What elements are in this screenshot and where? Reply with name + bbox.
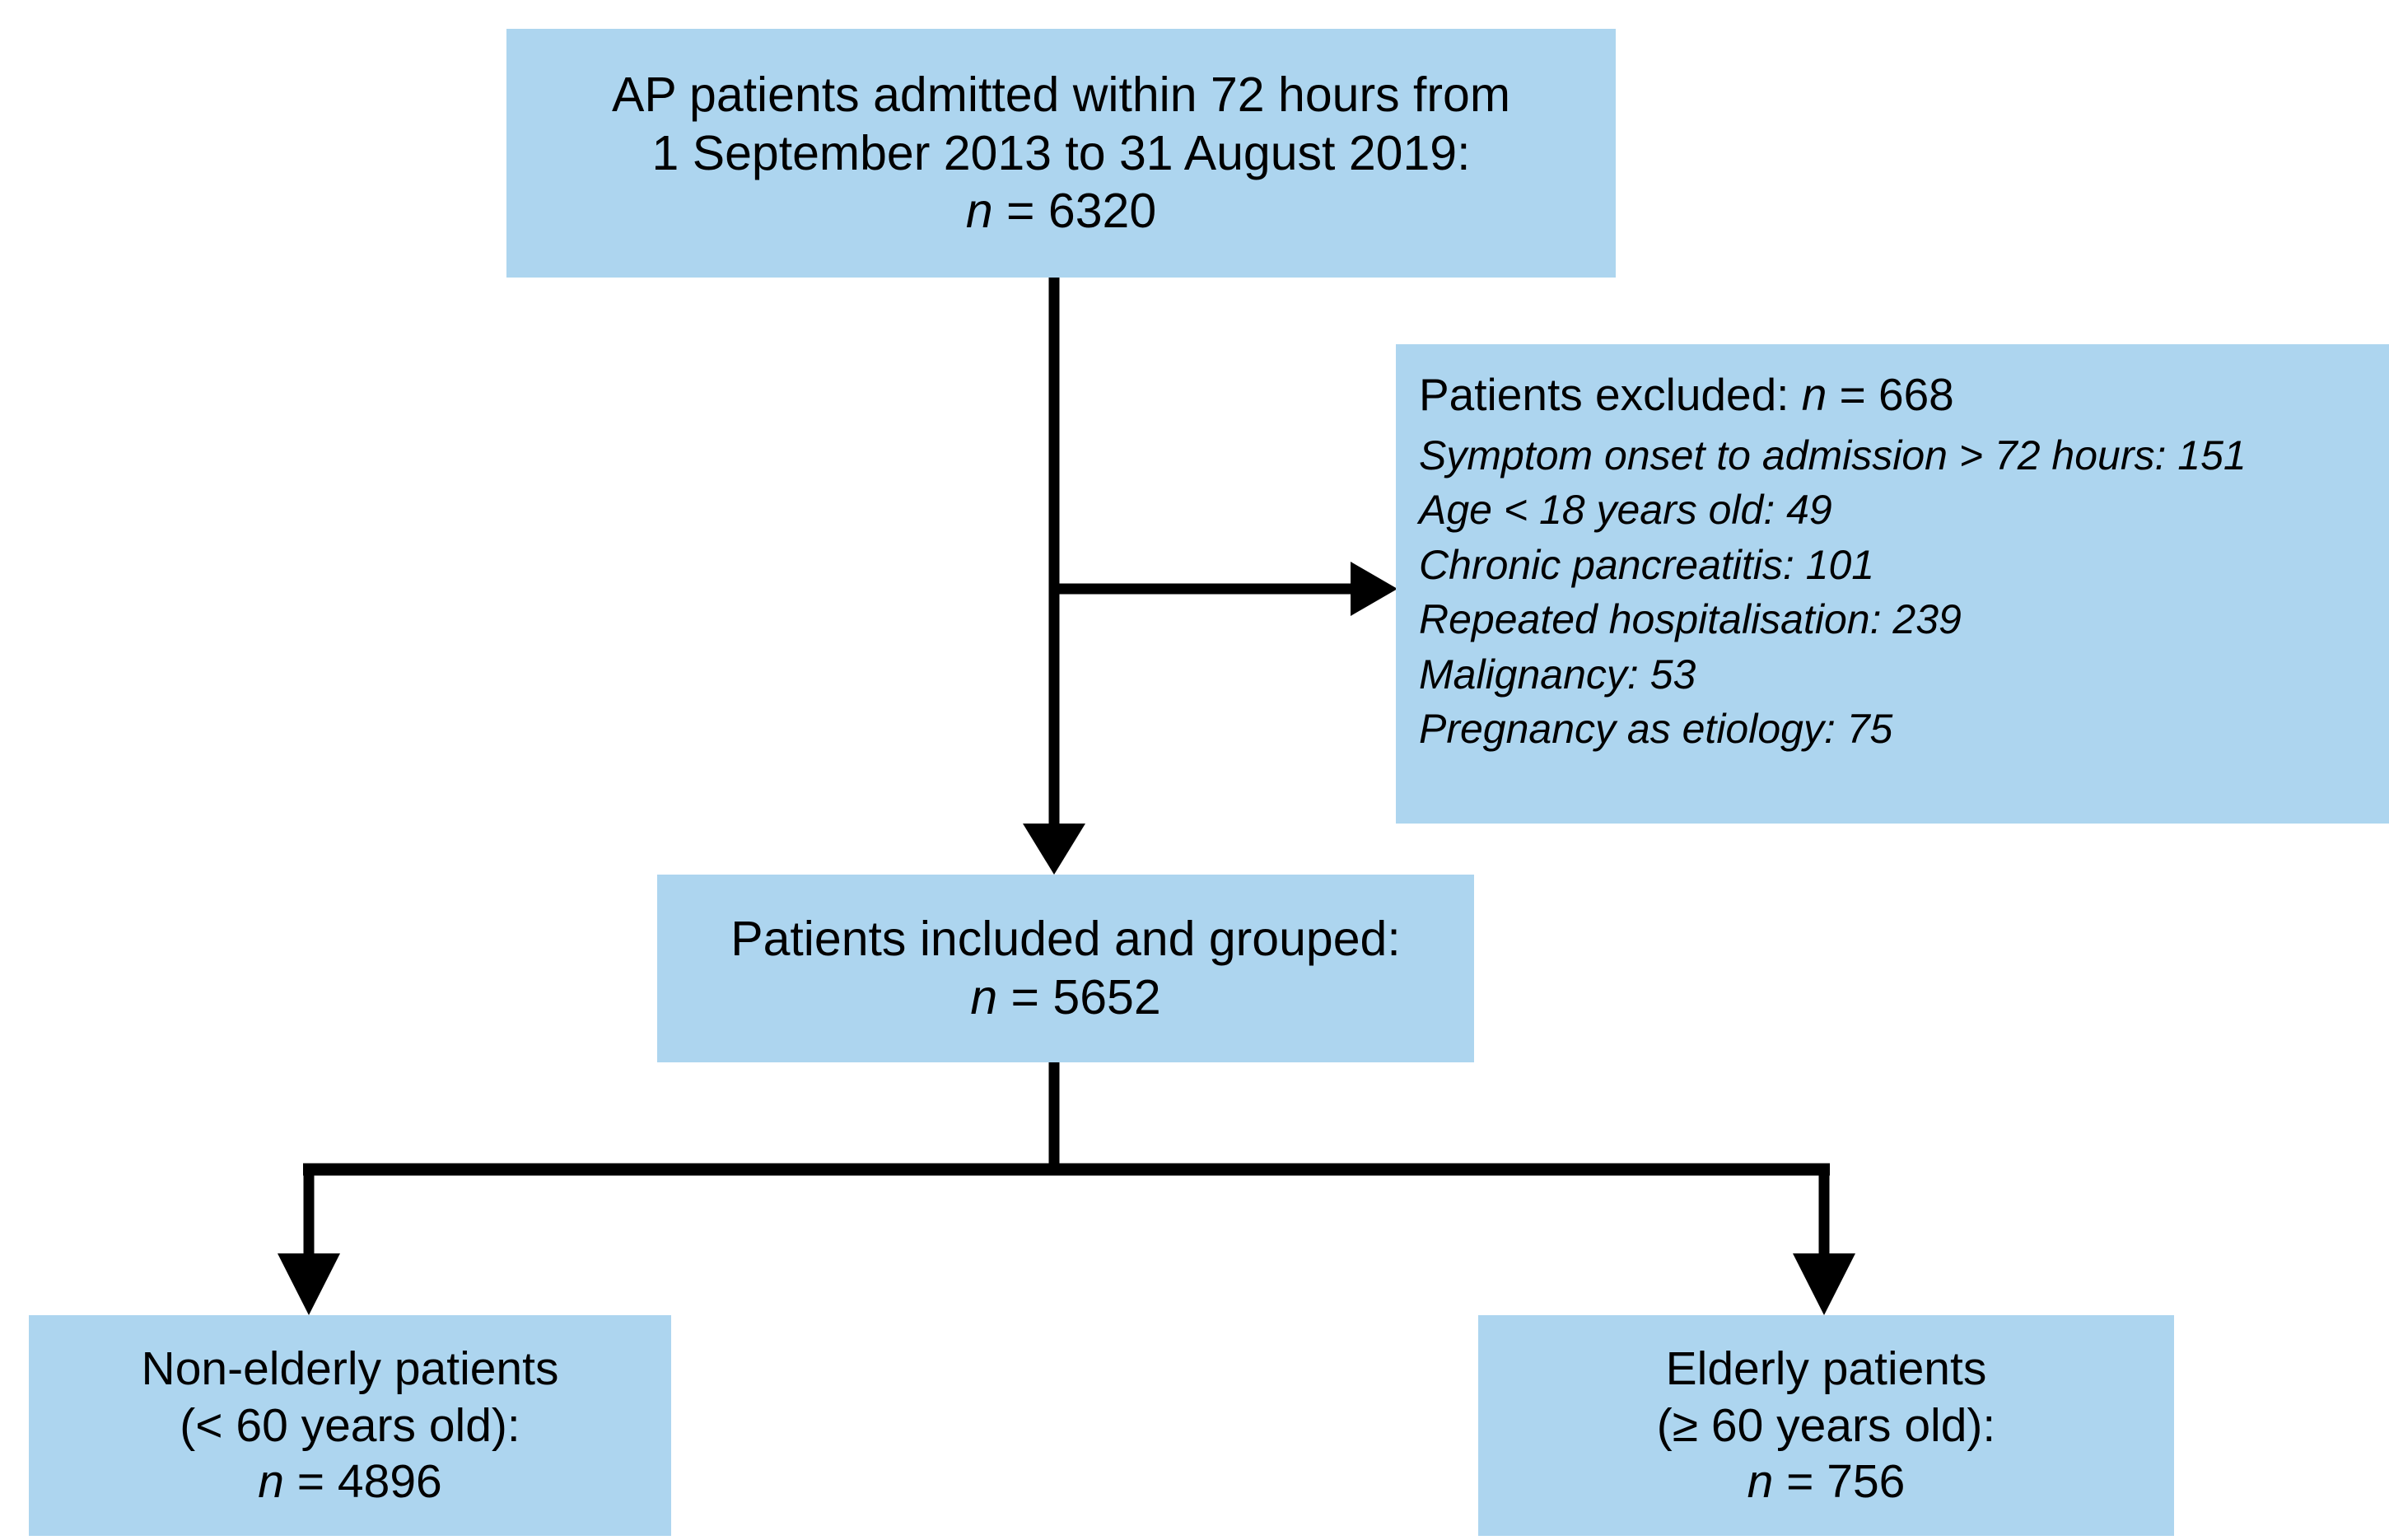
elderly-count: n = 756: [1478, 1454, 2174, 1510]
arrowhead-to-included: [1023, 824, 1085, 875]
elderly-n-value: = 756: [1773, 1455, 1906, 1509]
enrolled-n-symbol: n: [965, 184, 993, 239]
excluded-n-symbol: n: [1801, 369, 1827, 420]
included-count: n = 5652: [657, 968, 1474, 1027]
included-line-1: Patients included and grouped:: [730, 912, 1401, 967]
excluded-header: Patients excluded: n = 668: [1419, 366, 2389, 425]
non-elderly-n-symbol: n: [258, 1455, 284, 1509]
elderly-n-symbol: n: [1747, 1455, 1774, 1509]
exclusion-reason-malignancy: Malignancy: 53: [1419, 651, 1696, 698]
enrolled-count: n = 6320: [518, 182, 1604, 240]
node-group-elderly: Elderly patients (≥ 60 years old): n = 7…: [1478, 1315, 2174, 1536]
elderly-line-1: Elderly patients: [1665, 1342, 1987, 1396]
node-group-non-elderly: Non-elderly patients (< 60 years old): n…: [29, 1315, 671, 1536]
excluded-header-label: Patients excluded:: [1419, 369, 1802, 420]
exclusion-reason-pregnancy: Pregnancy as etiology: 75: [1419, 706, 1893, 752]
arrowhead-to-nonelderly: [278, 1253, 340, 1315]
non-elderly-count: n = 4896: [29, 1454, 671, 1510]
node-included-patients: Patients included and grouped: n = 5652: [657, 875, 1474, 1062]
node-excluded-patients: Patients excluded: n = 668 Symptom onset…: [1396, 344, 2389, 824]
non-elderly-n-value: = 4896: [283, 1455, 442, 1509]
exclusion-reason-symptom-onset: Symptom onset to admission > 72 hours: 1…: [1419, 432, 2247, 478]
excluded-n-value: = 668: [1827, 369, 1954, 420]
arrowhead-to-excluded: [1351, 562, 1397, 616]
exclusion-reason-chronic-pancreatitis: Chronic pancreatitis: 101: [1419, 541, 1875, 588]
node-enrolled-patients: AP patients admitted within 72 hours fro…: [506, 29, 1616, 278]
exclusion-reason-age-under-18: Age < 18 years old: 49: [1419, 487, 1832, 533]
included-n-symbol: n: [970, 970, 998, 1024]
exclusion-reason-repeated-hospitalisation: Repeated hospitalisation: 239: [1419, 596, 1962, 642]
included-n-value: = 5652: [997, 970, 1161, 1024]
enrolled-n-value: = 6320: [992, 184, 1157, 239]
non-elderly-line-2: (< 60 years old):: [180, 1398, 520, 1452]
arrowhead-to-elderly: [1793, 1253, 1855, 1315]
non-elderly-line-1: Non-elderly patients: [141, 1342, 559, 1396]
enrolled-line-1: AP patients admitted within 72 hours fro…: [612, 67, 1510, 122]
enrolled-line-2: 1 September 2013 to 31 August 2019:: [651, 125, 1471, 180]
elderly-line-2: (≥ 60 years old):: [1656, 1398, 1996, 1452]
